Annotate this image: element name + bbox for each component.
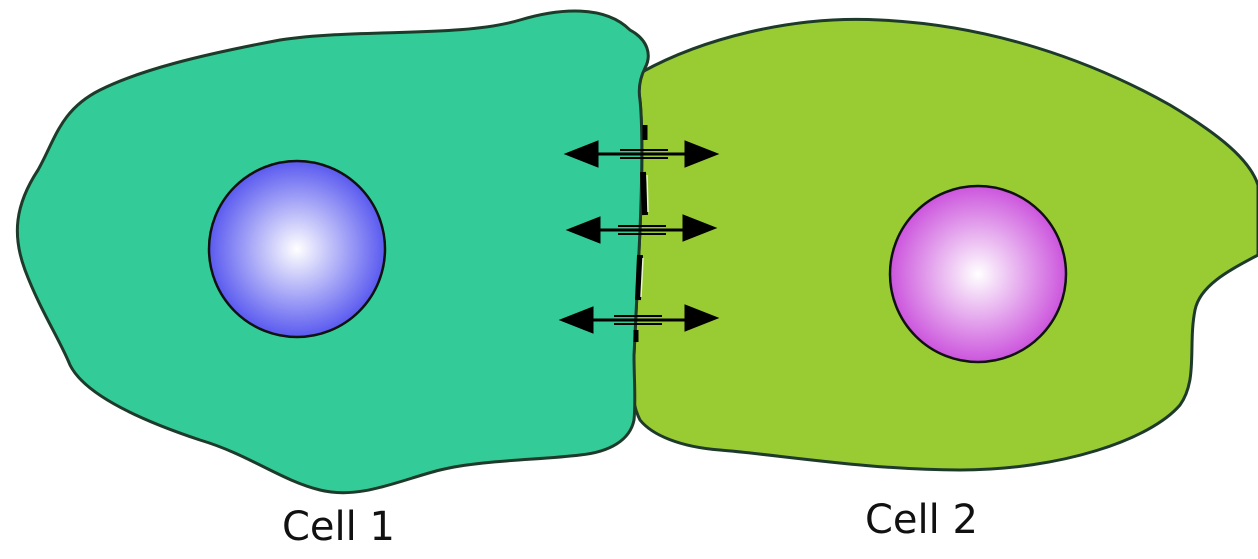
channel-pore xyxy=(620,149,668,159)
arrowhead-right-icon xyxy=(684,140,720,168)
arrowhead-right-icon xyxy=(684,304,720,332)
arrowhead-left-icon xyxy=(565,216,601,244)
junction-plaque-highlight xyxy=(640,257,644,298)
junction-plaque xyxy=(640,171,648,216)
exchange-arrows xyxy=(558,140,720,334)
junction-channels xyxy=(614,149,668,325)
double-arrow-top xyxy=(563,140,720,168)
double-arrow-middle xyxy=(565,214,718,244)
cell-1-label: Cell 1 xyxy=(282,504,395,550)
junction-plaque-highlight xyxy=(646,174,649,213)
cell-2-nucleus xyxy=(888,184,1068,364)
double-arrow-bottom xyxy=(558,304,720,334)
arrowhead-left-icon xyxy=(558,306,594,334)
channel-pore xyxy=(618,225,666,235)
cell-2-label: Cell 2 xyxy=(865,497,978,543)
arrowhead-right-icon xyxy=(682,214,718,242)
channel-pore xyxy=(614,315,662,325)
junction-plaque xyxy=(635,254,643,301)
cell-1-nucleus xyxy=(207,159,387,339)
junction-plaques xyxy=(633,125,649,342)
arrowhead-left-icon xyxy=(563,140,599,168)
